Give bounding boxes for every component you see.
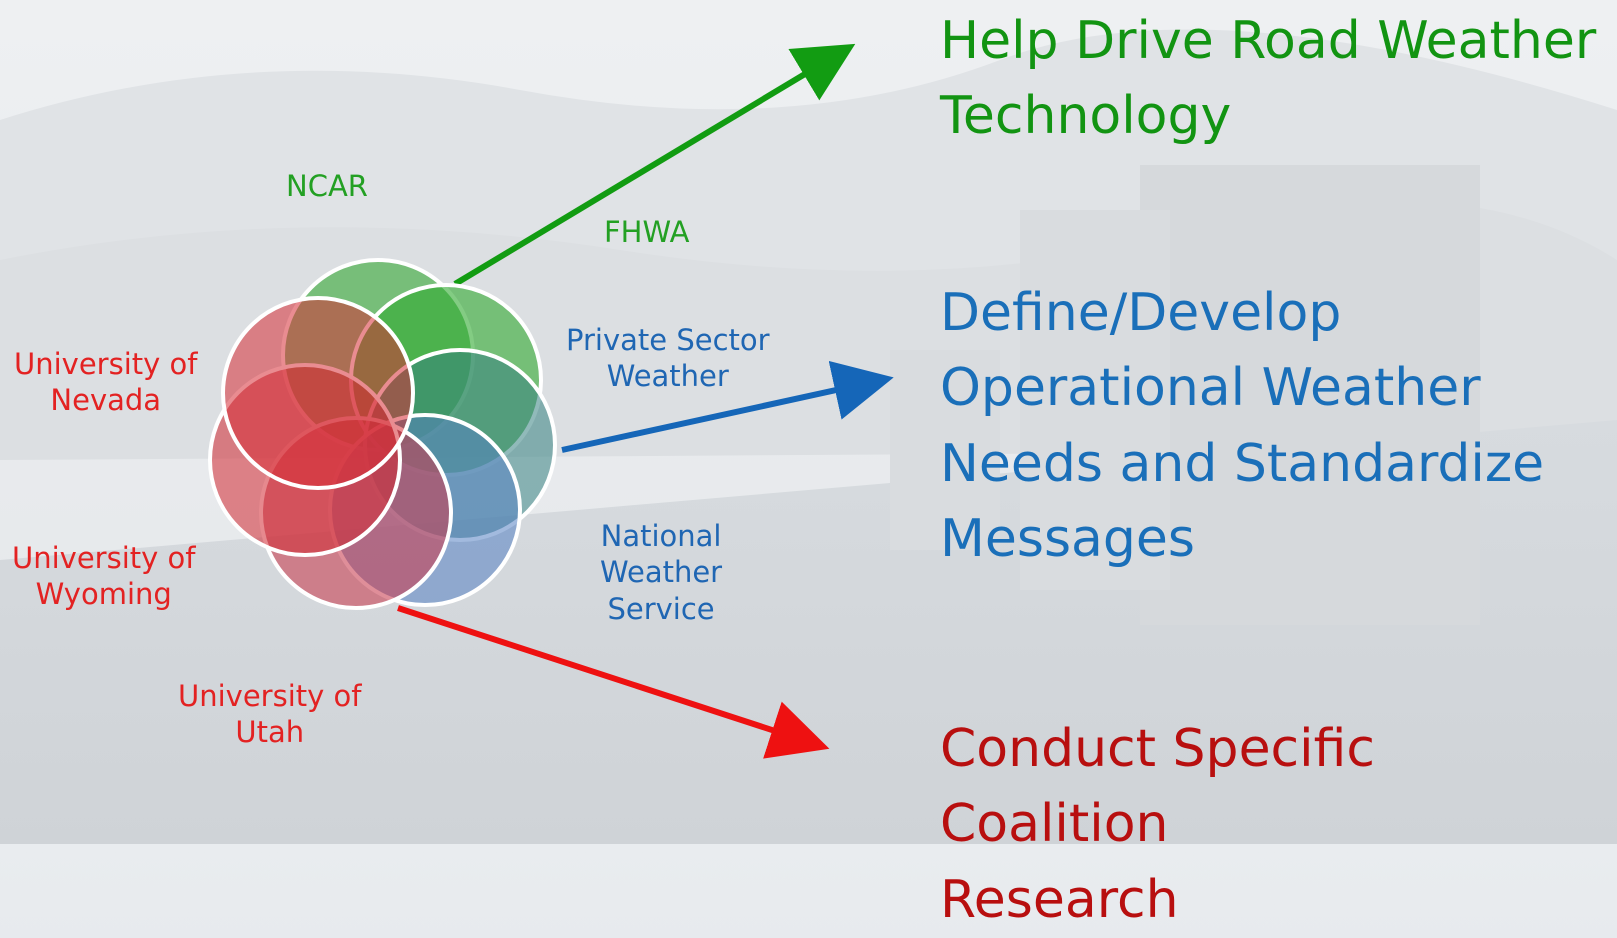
label-university-of-wyoming: University of Wyoming <box>12 541 196 612</box>
label-university-of-utah: University of Utah <box>178 679 362 750</box>
goal-help-drive-road-weather-technology: Help Drive Road Weather Technology <box>940 11 1597 147</box>
label-private-sector-weather: Private Sector Weather <box>566 323 770 394</box>
circle-wyoming <box>208 363 402 557</box>
circle-fhwa <box>349 283 543 477</box>
arrow-red <box>397 605 830 759</box>
circle-nevada <box>221 296 415 490</box>
circle-ncar <box>281 258 475 452</box>
label-national-weather-service: National Weather Service <box>600 519 723 626</box>
goal-define-develop-operational-weather-needs: Define/Develop Operational Weather Needs… <box>940 283 1545 570</box>
circle-private-sector <box>363 348 557 542</box>
circle-nws <box>328 413 522 607</box>
label-university-of-nevada: University of Nevada <box>14 347 198 418</box>
circle-utah <box>259 416 453 610</box>
goal-conduct-specific-coalition-research: Conduct Specific Coalition Research <box>940 719 1375 930</box>
label-ncar: NCAR <box>286 169 368 203</box>
label-fhwa: FHWA <box>604 215 690 249</box>
